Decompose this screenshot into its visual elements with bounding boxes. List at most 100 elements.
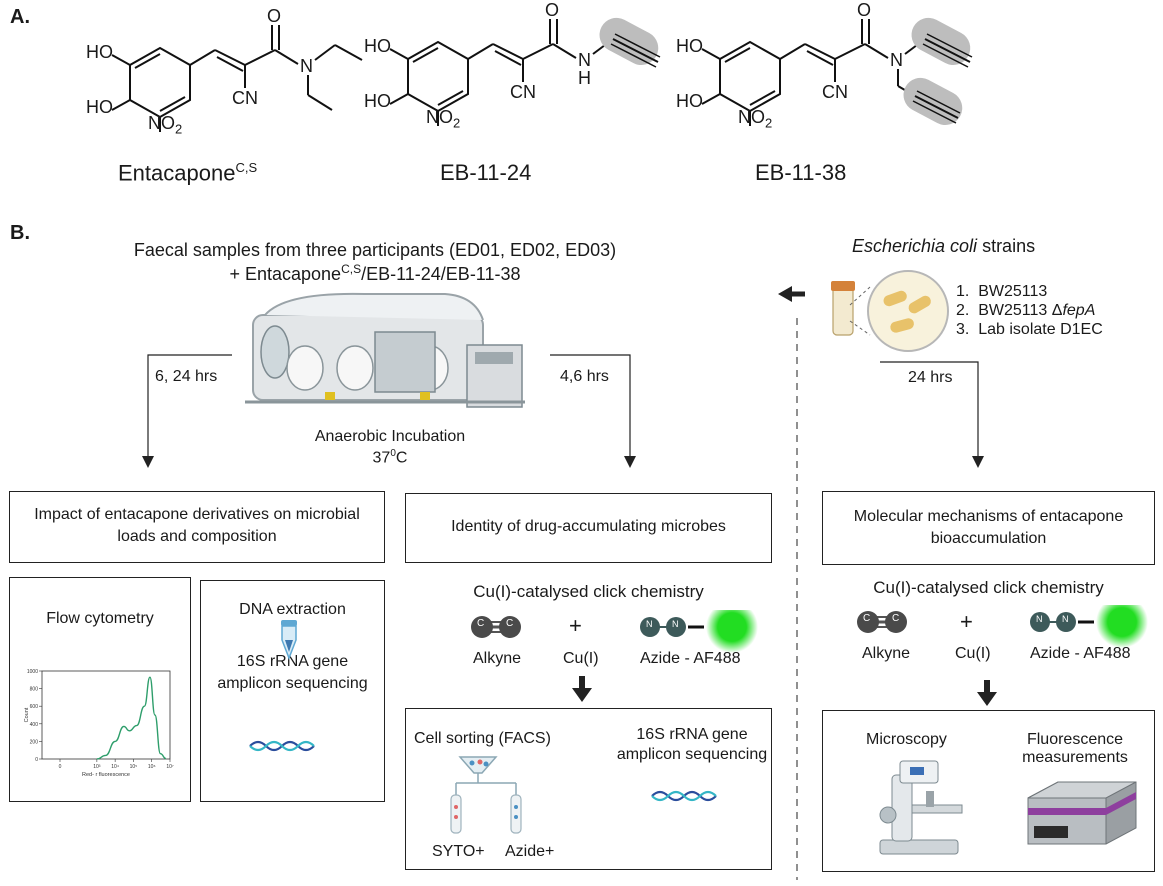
mol1-n: N (300, 56, 313, 76)
alkyne-c1-right: C (863, 613, 871, 624)
treatment-line: + EntacaponeC,S/EB-11-24/EB-11-38 (229, 262, 521, 284)
azide-n2-mid: N (672, 619, 679, 629)
eb-11-24-structure (389, 17, 661, 127)
strain-1: 1. BW25113 (956, 283, 1048, 300)
molecule-name-entacapone: EntacaponeC,S (118, 160, 258, 186)
mol3-o: O (857, 0, 872, 20)
entacapone-structure (111, 24, 363, 133)
mol1-o: O (267, 6, 282, 26)
mol1-no2: NO2 (148, 113, 183, 137)
alkyne-c1-mid: C (477, 618, 485, 629)
facs-seq-line-1: 16S rRNA gene (636, 726, 748, 743)
eb-11-38-structure (701, 17, 973, 127)
x-axis-label: Red- r fluorescence (82, 772, 130, 778)
alkyne-label-mid: Alkyne (473, 650, 522, 667)
strain-2: 2. BW25113 ΔfepA (956, 302, 1096, 319)
ecoli-title: Escherichia coli strains (852, 236, 1036, 256)
anaerobic-chamber-illustration (245, 292, 525, 408)
eppendorf-tube-icon (281, 620, 297, 661)
box-facs (405, 708, 772, 870)
azide-plus-label: Azide+ (505, 843, 555, 860)
mol2-h: H (578, 68, 591, 88)
azide-label-right: Azide - AF488 (1030, 645, 1131, 662)
right-timepoint: 24 hrs (908, 369, 953, 386)
mol3-n: N (890, 50, 903, 70)
box-mechanisms-text: Molecular mechanisms of entacapone bioac… (853, 508, 1124, 547)
alkyne-c2-mid: C (506, 618, 514, 629)
mid-timepoint: 4,6 hrs (560, 368, 609, 385)
mol3-ho-bottom: HO (676, 91, 703, 111)
incubation-temp: 370C (372, 448, 408, 467)
syto-label: SYTO+ (432, 843, 485, 860)
y-tick-label: 800 (30, 687, 39, 693)
mol1-ho-top: HO (86, 42, 113, 62)
mol1-ho-bottom: HO (86, 97, 113, 117)
box-mechanisms: Molecular mechanisms of entacapone bioac… (822, 491, 1155, 565)
box-identity-text: Identity of drug-accumulating microbes (451, 518, 726, 535)
fluor-line-1: Fluorescence (1026, 731, 1124, 748)
molecule-name-eb-11-24: EB-11-24 (440, 160, 532, 185)
strain-3: 3. Lab isolate D1EC (956, 321, 1103, 338)
seq-line-2: amplicon sequencing (217, 675, 368, 692)
incubation-label: Anaerobic Incubation (314, 428, 466, 445)
x-tick-label: 10⁵ (130, 764, 138, 770)
azide-n1-right: N (1036, 614, 1043, 624)
mol2-cn: CN (510, 82, 536, 102)
y-tick-label: 200 (30, 739, 39, 745)
facs-label: Cell sorting (FACS) (414, 730, 551, 747)
histogram-line (96, 676, 167, 760)
cu-label-right: Cu(I) (955, 645, 991, 662)
ecoli-culture-illustration (831, 270, 949, 352)
alkyne-label-right: Alkyne (862, 645, 911, 662)
molecule-name-eb-11-38: EB-11-38 (755, 160, 847, 185)
plus-right: + (960, 609, 973, 634)
click-title-mid: Cu(I)-catalysed click chemistry (473, 582, 704, 601)
plus-mid: + (569, 613, 582, 638)
y-tick-label: 400 (30, 722, 39, 728)
fluor-line-2: measurements (1022, 749, 1128, 766)
x-tick-label: 10⁶ (148, 764, 156, 770)
x-tick-label: 10³ (93, 764, 101, 770)
box-impact-text: Impact of entacapone derivatives on micr… (34, 506, 360, 545)
y-tick-label: 1000 (27, 669, 38, 675)
click-reagents-right (857, 605, 1148, 648)
dna-helix-icon-2 (651, 790, 717, 802)
mol2-ho-bottom: HO (364, 91, 391, 111)
mol2-ho-top: HO (364, 36, 391, 56)
chart-series (96, 676, 167, 760)
mol1-cn: CN (232, 88, 258, 108)
mol3-cn: CN (822, 82, 848, 102)
dna-title: DNA extraction (239, 601, 346, 618)
mol2-no2: NO2 (426, 107, 461, 131)
left-timepoint: 6, 24 hrs (155, 368, 218, 385)
alkyne-c2-right: C (892, 613, 900, 624)
box-flow-cytometry: Flow cytometry (9, 577, 191, 802)
mol2-o: O (545, 0, 560, 20)
microscope-illustration (879, 760, 963, 855)
panel-b-label: B. (10, 222, 30, 244)
mol3-ho-top: HO (676, 36, 703, 56)
chart-frame (41, 670, 171, 760)
box-impact: Impact of entacapone derivatives on micr… (9, 491, 385, 563)
click-title-right: Cu(I)-catalysed click chemistry (873, 578, 1104, 597)
click-reagents-mid (471, 610, 758, 653)
cu-label-mid: Cu(I) (563, 650, 599, 667)
box-identity: Identity of drug-accumulating microbes (405, 493, 772, 563)
x-tick-label: 10⁷ (166, 764, 174, 770)
y-tick-label: 600 (30, 704, 39, 710)
azide-n2-right: N (1062, 614, 1069, 624)
seq-line-1: 16S rRNA gene (236, 653, 349, 670)
box-dna-extraction: DNA extraction 16S rRNA gene amplicon se… (200, 580, 385, 802)
x-tick-label: 10⁴ (111, 764, 119, 770)
azide-n1-mid: N (646, 619, 653, 629)
mol3-no2: NO2 (738, 107, 773, 131)
azide-label-mid: Azide - AF488 (640, 650, 741, 667)
panel-a-structures (111, 17, 973, 133)
samples-title: Faecal samples from three participants (… (133, 240, 617, 260)
x-tick-label: 0 (59, 764, 62, 770)
facs-seq-line-2: amplicon sequencing (616, 746, 768, 763)
microscopy-label: Microscopy (866, 731, 947, 748)
